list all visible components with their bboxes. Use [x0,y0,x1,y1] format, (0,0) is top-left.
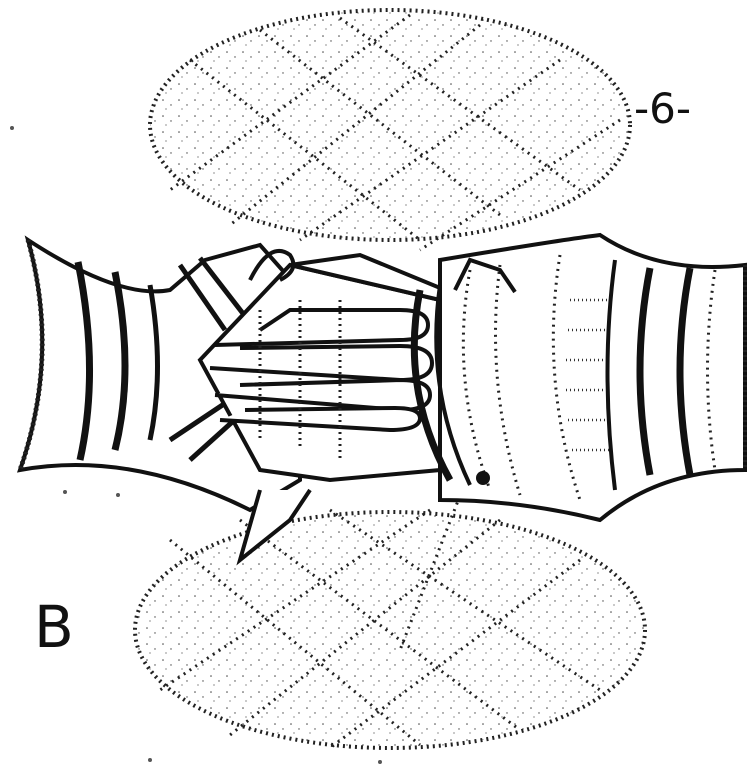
top-stippled-ellipse [150,10,630,250]
figure-number: -6- [634,88,691,130]
panel-label: B [34,598,74,656]
right-funnel [414,235,745,520]
